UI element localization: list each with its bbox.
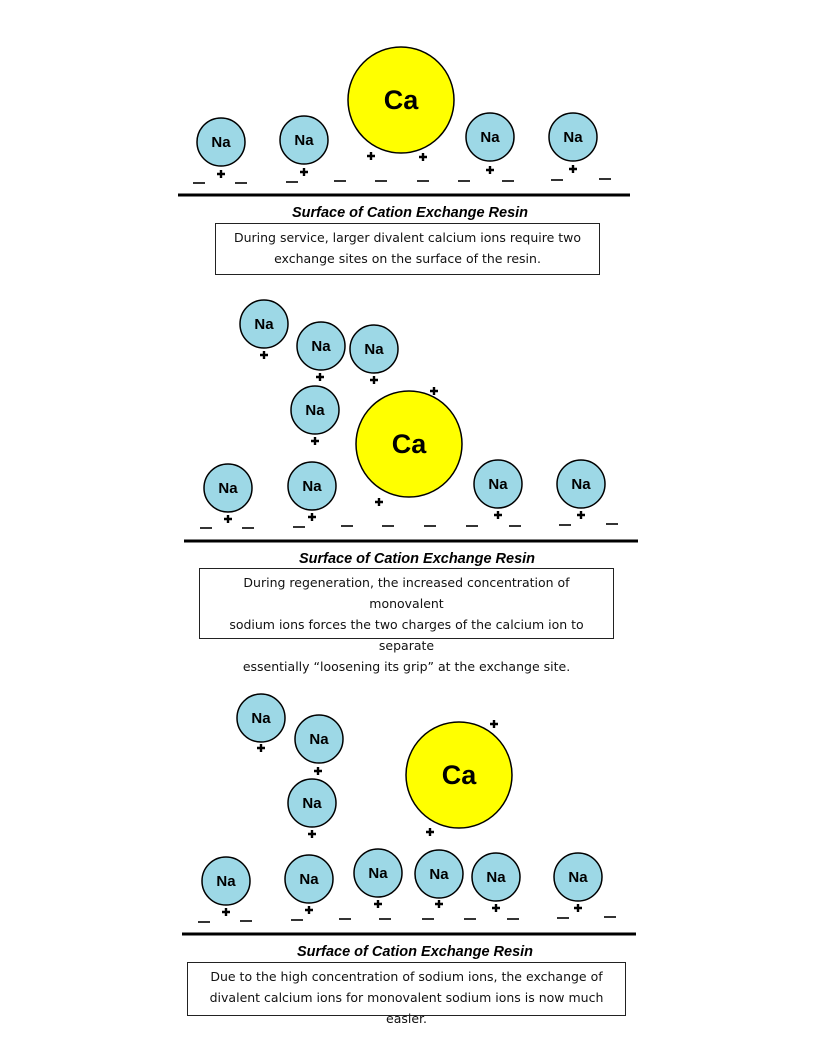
surface-label: Surface of Cation Exchange Resin [297, 944, 533, 960]
sodium-ion-label: Na [480, 129, 500, 146]
calcium-ion-label: Ca [384, 85, 419, 115]
positive-charge [569, 165, 577, 173]
sodium-ion [553, 852, 603, 902]
sodium-ion-label: Na [211, 134, 231, 151]
sodium-ion [349, 324, 399, 374]
sodium-ion-label: Na [571, 476, 591, 493]
caption-service: During service, larger divalent calcium … [215, 223, 600, 275]
positive-charge [308, 513, 316, 521]
positive-charge [490, 720, 498, 728]
positive-charge [370, 376, 378, 384]
positive-charge [435, 900, 443, 908]
sodium-ion [294, 714, 344, 764]
sodium-ion-label: Na [311, 338, 331, 355]
sodium-ion-label: Na [429, 866, 449, 883]
sodium-ion-label: Na [488, 476, 508, 493]
sodium-ion [296, 321, 346, 371]
positive-charge [311, 437, 319, 445]
positive-charge [492, 904, 500, 912]
positive-charge [367, 152, 375, 160]
sodium-ion-label: Na [309, 731, 329, 748]
sodium-ion [353, 848, 403, 898]
sodium-ion [548, 112, 598, 162]
positive-charge [316, 373, 324, 381]
positive-charge [574, 904, 582, 912]
sodium-ion-label: Na [305, 402, 325, 419]
calcium-ion [347, 46, 455, 154]
sodium-ion-label: Na [302, 795, 322, 812]
sodium-ion [201, 856, 251, 906]
positive-charge [305, 906, 313, 914]
positive-charge [426, 828, 434, 836]
surface-label: Surface of Cation Exchange Resin [299, 551, 535, 567]
calcium-ion [405, 721, 513, 829]
sodium-ion-label: Na [299, 871, 319, 888]
caption-exchange: Due to the high concentration of sodium … [187, 962, 626, 1026]
sodium-ion-label: Na [563, 129, 583, 146]
sodium-ion-label: Na [254, 316, 274, 333]
sodium-ion-label: Na [568, 869, 588, 886]
positive-charge [486, 166, 494, 174]
sodium-ion [239, 299, 289, 349]
sodium-ion-label: Na [368, 865, 388, 882]
sodium-ion [473, 459, 523, 509]
sodium-ion [414, 849, 464, 899]
sodium-ion [287, 461, 337, 511]
caption-regeneration: During regeneration, the increased conce… [199, 568, 614, 674]
sodium-ion [465, 112, 515, 162]
sodium-ion [196, 117, 246, 167]
sodium-ion-label: Na [218, 480, 238, 497]
sodium-ion [279, 115, 329, 165]
sodium-ion [287, 778, 337, 828]
positive-charge [375, 498, 383, 506]
sodium-ion [284, 854, 334, 904]
positive-charge [494, 511, 502, 519]
sodium-ion [556, 459, 606, 509]
sodium-ion [290, 385, 340, 435]
positive-charge [374, 900, 382, 908]
positive-charge [257, 744, 265, 752]
positive-charge [430, 387, 438, 395]
calcium-ion-label: Ca [442, 760, 477, 790]
sodium-ion-label: Na [251, 710, 271, 727]
positive-charge [577, 511, 585, 519]
sodium-ion [236, 693, 286, 743]
calcium-ion-label: Ca [392, 429, 427, 459]
sodium-ion-label: Na [302, 478, 322, 495]
positive-charge [419, 153, 427, 161]
sodium-ion-label: Na [364, 341, 384, 358]
positive-charge [224, 515, 232, 523]
positive-charge [314, 767, 322, 775]
positive-charge [217, 170, 225, 178]
surface-label: Surface of Cation Exchange Resin [292, 205, 528, 221]
positive-charge [300, 168, 308, 176]
sodium-ion [471, 852, 521, 902]
positive-charge [260, 351, 268, 359]
sodium-ion-label: Na [486, 869, 506, 886]
calcium-ion [355, 390, 463, 498]
positive-charge [308, 830, 316, 838]
positive-charge [222, 908, 230, 916]
sodium-ion-label: Na [294, 132, 314, 149]
sodium-ion [203, 463, 253, 513]
sodium-ion-label: Na [216, 873, 236, 890]
